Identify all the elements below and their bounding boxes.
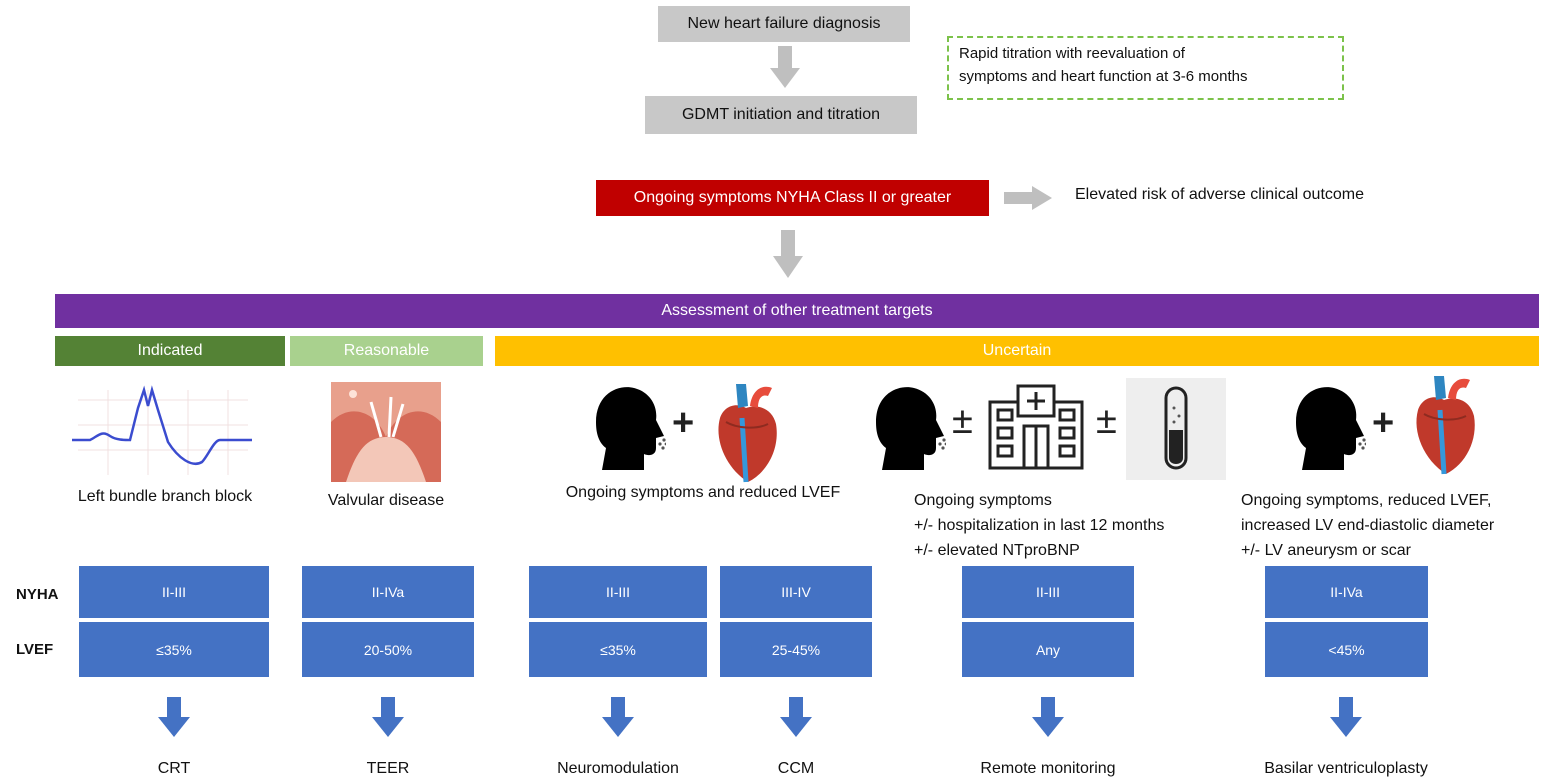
caption-remote-line3: +/- elevated NTproBNP xyxy=(914,542,1080,559)
gdmt-box: GDMT initiation and titration xyxy=(645,96,917,134)
caption-reduced-lvef: Ongoing symptoms and reduced LVEF xyxy=(565,484,841,501)
right-arrow-icon xyxy=(1004,186,1052,210)
lvef-value-box: ≤35% xyxy=(529,622,707,677)
head-breath-icon xyxy=(876,387,946,470)
head-breath-icon xyxy=(596,387,666,470)
lvef-value-box: 25-45% xyxy=(720,622,872,677)
nyha-value-box: II-III xyxy=(962,566,1134,618)
caption-remote-line1: Ongoing symptoms xyxy=(914,492,1052,509)
uncertain-bar: Uncertain xyxy=(495,336,1539,366)
assessment-title: Assessment of other treatment targets xyxy=(661,302,933,319)
indicated-label: Indicated xyxy=(137,342,203,359)
caption-remote-line2: +/- hospitalization in last 12 months xyxy=(914,517,1165,534)
new-diagnosis-label: New heart failure diagnosis xyxy=(687,15,881,32)
outcome-teer: TEER xyxy=(366,760,410,777)
outcome-crt: CRT xyxy=(157,760,191,777)
plus-minus-symbol: ± xyxy=(952,400,973,442)
heart-icon xyxy=(718,384,777,483)
nyha-value-box: II-IVa xyxy=(1265,566,1428,618)
outcome-basilar-ventriculoplasty: Basilar ventriculoplasty xyxy=(1264,760,1428,777)
hospital-icon xyxy=(988,384,1084,470)
uncertain-label: Uncertain xyxy=(982,342,1052,359)
therapy-remote-monitoring: II-III Any xyxy=(962,566,1134,677)
gdmt-label: GDMT initiation and titration xyxy=(681,106,880,123)
caption-basilar-line3: +/- LV aneurysm or scar xyxy=(1241,542,1411,559)
caption-remote-monitoring: Ongoing symptoms +/- hospitalization in … xyxy=(914,488,1164,563)
therapy-ccm: III-IV 25-45% xyxy=(720,566,872,677)
caption-basilar-line2: increased LV end-diastolic diameter xyxy=(1241,517,1495,534)
down-arrow-icon xyxy=(770,46,800,88)
lvef-value-box: 20-50% xyxy=(302,622,474,677)
down-arrow-icon xyxy=(602,697,634,737)
heart-icon xyxy=(1416,376,1475,475)
test-tube-icon xyxy=(1126,378,1226,480)
assessment-bar: Assessment of other treatment targets xyxy=(55,294,1539,328)
nyha-value-box: III-IV xyxy=(720,566,872,618)
down-arrow-icon xyxy=(1330,697,1362,737)
ongoing-symptoms-label: Ongoing symptoms NYHA Class II or greate… xyxy=(633,189,952,206)
outcome-remote-monitoring: Remote monitoring xyxy=(980,760,1116,777)
lvef-value-box: <45% xyxy=(1265,622,1428,677)
lvef-value-box: Any xyxy=(962,622,1134,677)
plus-minus-symbol: ± xyxy=(1096,400,1117,442)
elevated-risk-text: Elevated risk of adverse clinical outcom… xyxy=(1075,186,1365,203)
therapy-neuromodulation: II-III ≤35% xyxy=(529,566,707,677)
down-arrow-icon xyxy=(372,697,404,737)
caption-basilar: Ongoing symptoms, reduced LVEF, increase… xyxy=(1241,488,1494,563)
therapy-crt: II-III ≤35% xyxy=(79,566,269,677)
ecg-icon xyxy=(72,385,252,475)
nyha-row-label: NYHA xyxy=(16,586,59,603)
therapy-basilar: II-IVa <45% xyxy=(1265,566,1428,677)
caption-valvular: Valvular disease xyxy=(327,492,445,509)
caption-lbbb: Left bundle branch block xyxy=(77,488,253,505)
valve-image-icon xyxy=(331,382,441,482)
indicated-bar: Indicated xyxy=(55,336,285,366)
therapy-teer: II-IVa 20-50% xyxy=(302,566,474,677)
titration-note: Rapid titration with reevaluation of sym… xyxy=(947,36,1344,100)
down-arrow-icon xyxy=(158,697,190,737)
reasonable-label: Reasonable xyxy=(343,342,430,359)
plus-symbol: + xyxy=(1372,402,1395,444)
nyha-value-box: II-III xyxy=(79,566,269,618)
reasonable-bar: Reasonable xyxy=(290,336,483,366)
head-breath-icon xyxy=(1296,387,1366,470)
down-arrow-icon xyxy=(1032,697,1064,737)
down-arrow-icon xyxy=(780,697,812,737)
new-diagnosis-box: New heart failure diagnosis xyxy=(658,6,910,42)
lvef-value-box: ≤35% xyxy=(79,622,269,677)
ongoing-symptoms-box: Ongoing symptoms NYHA Class II or greate… xyxy=(596,180,989,216)
titration-note-line2: symptoms and heart function at 3-6 month… xyxy=(959,68,1248,85)
plus-symbol: + xyxy=(672,402,695,444)
lvef-row-label: LVEF xyxy=(16,641,54,658)
outcome-neuromodulation: Neuromodulation xyxy=(557,760,679,777)
nyha-value-box: II-III xyxy=(529,566,707,618)
caption-basilar-line1: Ongoing symptoms, reduced LVEF, xyxy=(1241,492,1492,509)
titration-note-line1: Rapid titration with reevaluation of xyxy=(959,45,1185,62)
outcome-ccm: CCM xyxy=(777,760,815,777)
down-arrow-icon xyxy=(773,230,803,278)
nyha-value-box: II-IVa xyxy=(302,566,474,618)
